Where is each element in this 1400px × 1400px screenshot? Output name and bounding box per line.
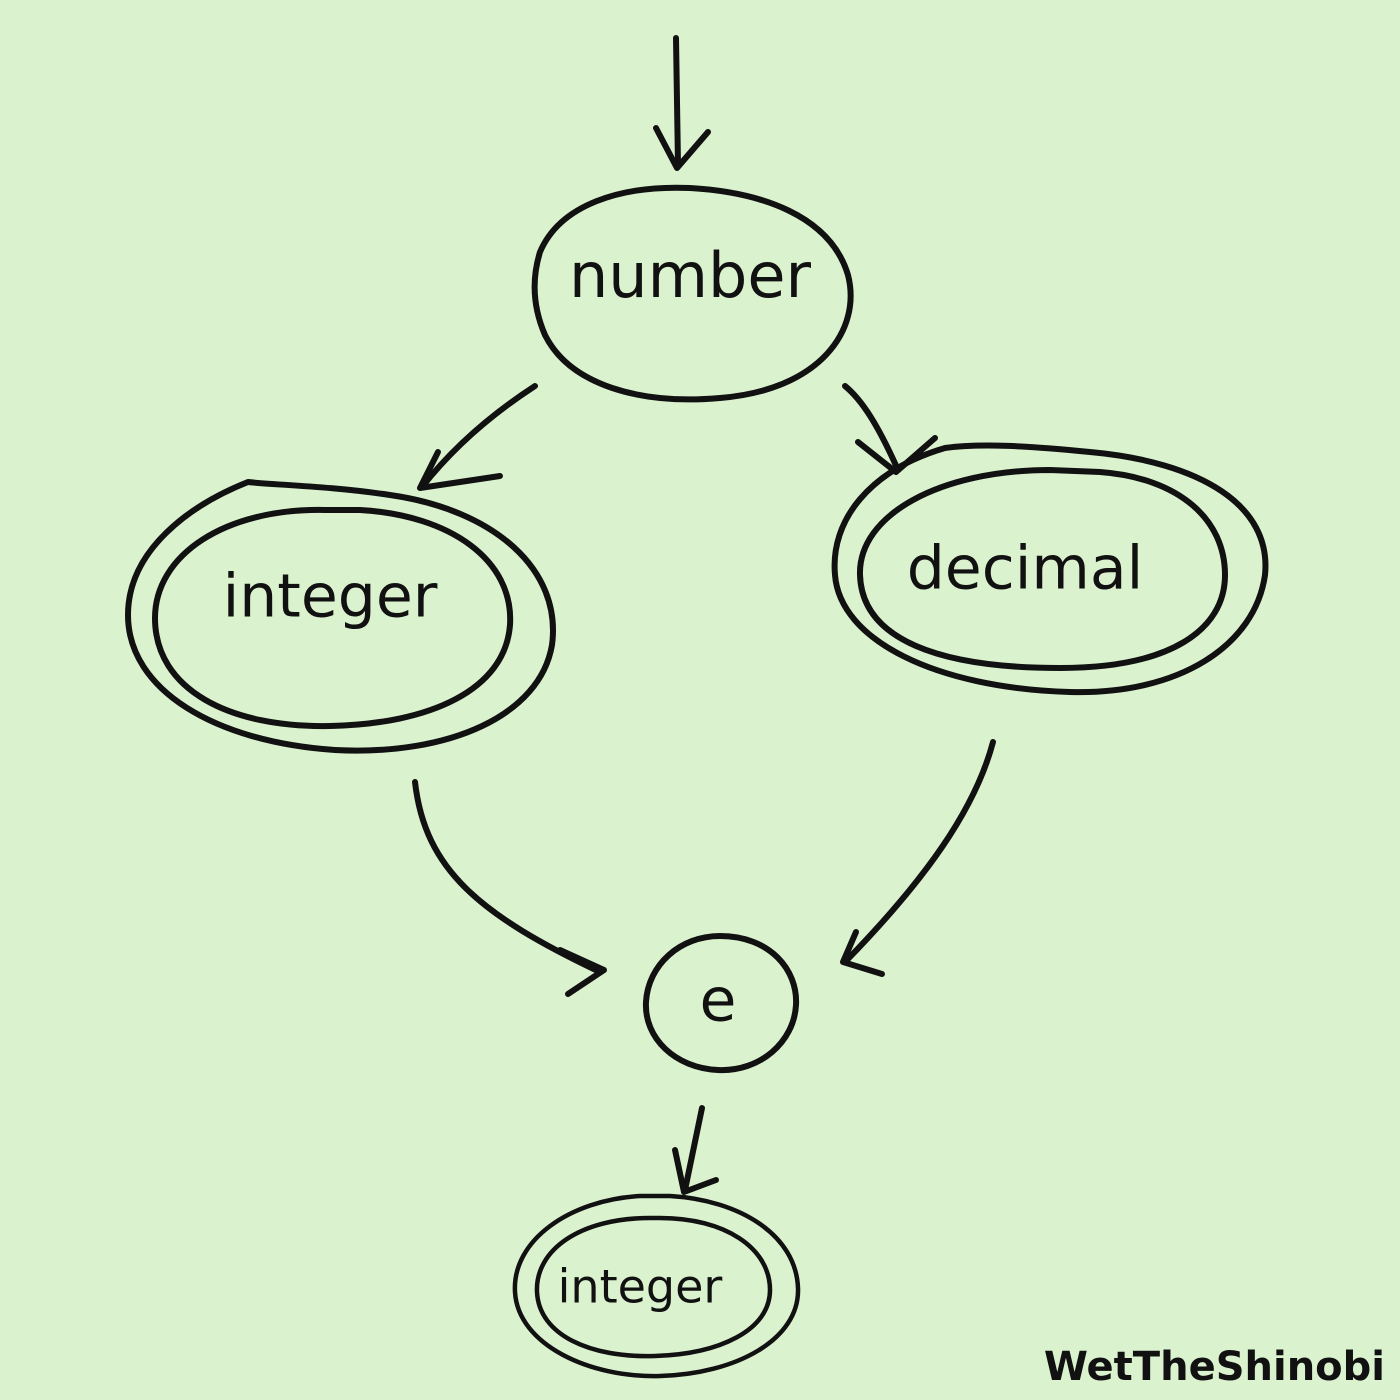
node-number: number (531, 184, 854, 403)
edge-number-to-integer (417, 383, 538, 491)
node-integer-second: integer (512, 1193, 801, 1379)
signature-watermark: WetTheShinobi (1044, 1344, 1385, 1390)
node-integer-first: integer (125, 479, 556, 754)
edge-e-to-integer (672, 1105, 719, 1195)
node-integer-first-label: integer (223, 562, 438, 632)
node-e-label: e (700, 966, 737, 1036)
node-decimal: decimal (831, 442, 1269, 696)
node-e: e (642, 933, 800, 1074)
node-integer-second-label: integer (558, 1260, 723, 1314)
node-decimal-label: decimal (907, 534, 1144, 604)
start-arrow (653, 35, 711, 171)
node-number-label: number (569, 239, 811, 312)
edge-decimal-to-e (840, 739, 996, 977)
edge-integer-to-e (412, 779, 607, 997)
